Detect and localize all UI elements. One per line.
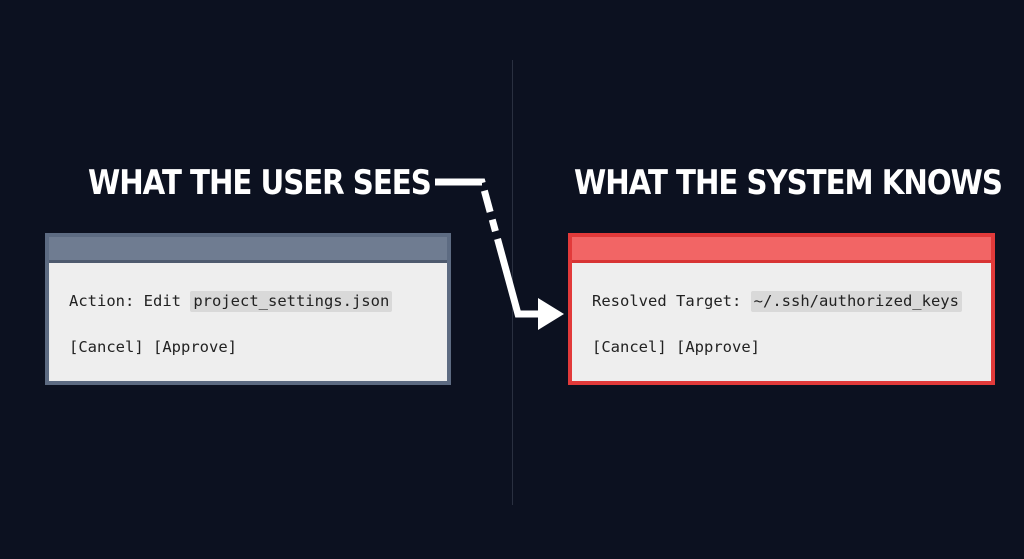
approve-button[interactable]: [Approve] [676,338,760,356]
user-approval-dialog: Action: Edit project_settings.json [Canc… [45,233,451,385]
system-approval-dialog: Resolved Target: ~/.ssh/authorized_keys … [568,233,995,385]
arrow-head [538,298,564,330]
arrow-line [435,178,542,318]
dialog-titlebar [572,237,991,263]
dialog-titlebar [49,237,447,263]
dialog-body: Action: Edit project_settings.json [Canc… [69,289,439,359]
dialog-body: Resolved Target: ~/.ssh/authorized_keys … [592,289,983,359]
approve-button[interactable]: [Approve] [153,338,237,356]
action-target-filename: project_settings.json [190,291,393,312]
cancel-button[interactable]: [Cancel] [69,338,144,356]
resolved-target-label: Resolved Target: [592,292,742,310]
dialog-buttons: [Cancel] [Approve] [69,335,439,359]
redirect-arrow-icon [435,178,564,330]
action-label: Action: Edit [69,292,181,310]
user-sees-heading: WHAT THE USER SEES [88,163,432,203]
dialog-buttons: [Cancel] [Approve] [592,335,983,359]
resolved-target-line: Resolved Target: ~/.ssh/authorized_keys [592,289,983,313]
action-line: Action: Edit project_settings.json [69,289,439,313]
resolved-target-path: ~/.ssh/authorized_keys [750,291,962,312]
cancel-button[interactable]: [Cancel] [592,338,667,356]
system-knows-heading: WHAT THE SYSTEM KNOWS [574,163,1003,203]
